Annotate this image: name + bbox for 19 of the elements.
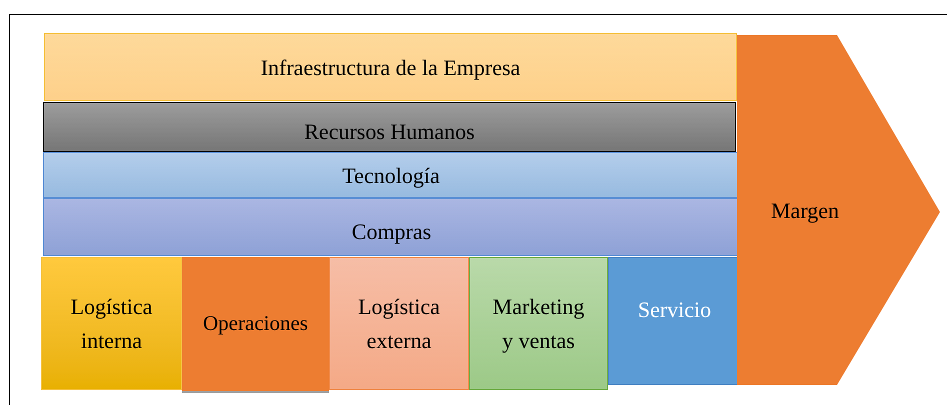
support-activity-bar bbox=[43, 152, 739, 198]
activity-label: Marketing y ventas bbox=[492, 292, 586, 355]
activity-label: Servicio bbox=[636, 296, 712, 324]
primary-activity-box bbox=[469, 257, 608, 390]
support-activity-bar bbox=[43, 198, 740, 256]
support-activity-bar bbox=[43, 102, 736, 152]
activity-label: Compras bbox=[352, 218, 432, 246]
primary-activity-box bbox=[329, 257, 469, 390]
activity-label: Recursos Humanos bbox=[304, 118, 475, 146]
margin-chevron bbox=[737, 35, 940, 385]
activity-label: Logística externa bbox=[357, 292, 441, 354]
primary-activity-box bbox=[182, 257, 329, 393]
activity-label: Logística interna bbox=[70, 292, 154, 354]
primary-activity-box bbox=[41, 257, 182, 390]
margin-label: Margen bbox=[771, 196, 840, 225]
activity-label: Infraestructura de la Empresa bbox=[260, 54, 520, 82]
activity-label: Operaciones bbox=[203, 310, 308, 338]
activity-label: Tecnología bbox=[342, 162, 440, 190]
support-activity-bar bbox=[44, 33, 737, 101]
